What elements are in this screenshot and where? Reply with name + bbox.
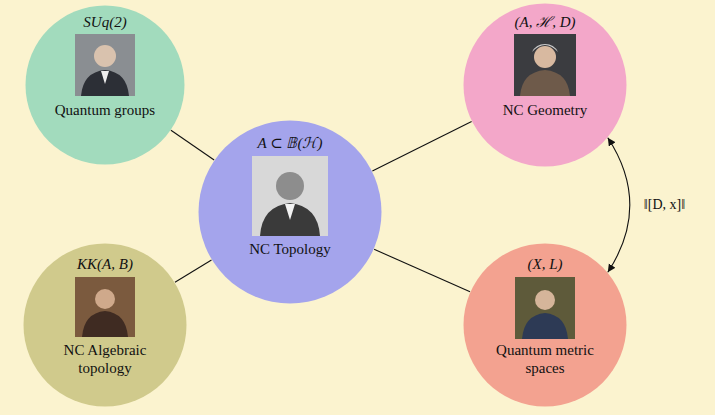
concept-circle: SUq(2) Quantum groups: [25, 5, 185, 165]
formula-title: SUq(2): [25, 13, 185, 31]
connector-line: [374, 249, 470, 292]
edge-label: ‖[D, x]‖: [642, 197, 687, 214]
portrait-photo: [75, 277, 135, 337]
connector-line: [608, 138, 630, 273]
node-caption: NC Topology: [220, 240, 360, 258]
portrait-photo: [75, 34, 135, 96]
connector-line: [171, 130, 214, 160]
circle-fill: [464, 244, 627, 407]
concept-circle: A ⊂ 𝔹(ℋ) NC Topology: [198, 120, 382, 304]
formula-title: (A, ℋ, D): [463, 13, 627, 31]
concept-circle: KK(A, B) NC Algebraic topology: [23, 243, 187, 407]
circle-fill: [199, 121, 382, 304]
connector-line: [372, 122, 471, 171]
node-caption: NC Algebraic topology: [50, 341, 160, 377]
circle-fill: [464, 4, 627, 167]
node-caption: Quantum groups: [40, 101, 170, 119]
circle-fill: [26, 6, 185, 165]
concept-circle: (X, L) Quantum metric spaces: [463, 243, 627, 407]
portrait-photo: [252, 156, 328, 236]
circle-fill: [24, 244, 187, 407]
concept-circle: (A, ℋ, D) NC Geometry: [463, 3, 627, 167]
node-caption: NC Geometry: [480, 101, 610, 119]
formula-title: A ⊂ 𝔹(ℋ): [198, 134, 382, 152]
formula-title: KK(A, B): [23, 255, 187, 273]
node-caption: Quantum metric spaces: [490, 341, 600, 377]
portrait-photo: [514, 34, 576, 96]
portrait-photo: [515, 277, 575, 339]
connector-line: [175, 260, 212, 282]
formula-title: (X, L): [463, 255, 627, 273]
